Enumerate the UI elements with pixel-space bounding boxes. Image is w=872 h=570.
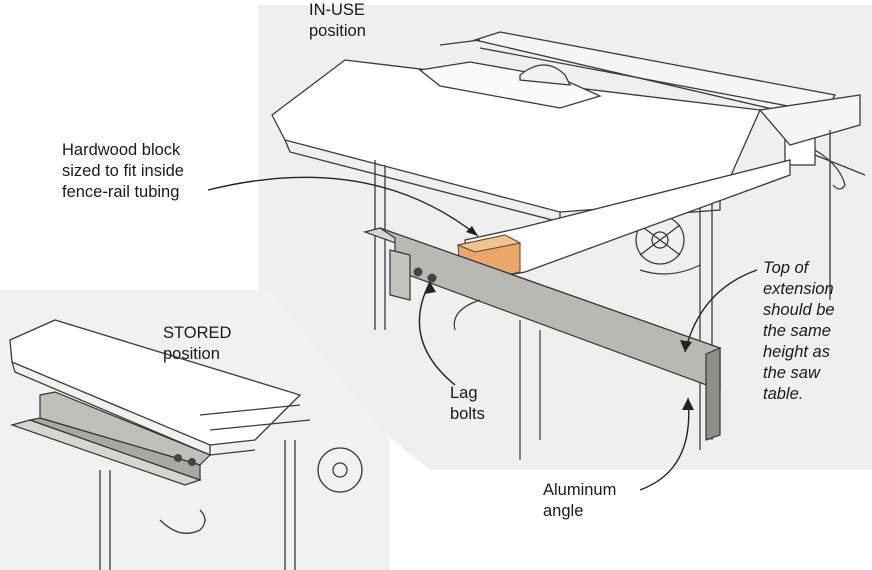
- aluminum-angle-stored: [9, 391, 212, 486]
- label-top-of-extension: Top of extension should be the same heig…: [763, 259, 835, 403]
- label-hardwood-block: Hardwood block sized to fit inside fence…: [62, 141, 184, 201]
- lag-bolt-2: [427, 273, 437, 283]
- leader-lines: [207, 176, 758, 491]
- top-extension-leader: [684, 269, 758, 353]
- stored-bolt-1: [174, 454, 182, 462]
- lag-bolt-1: [413, 267, 423, 277]
- label-stored-position: STORED position: [163, 324, 232, 363]
- arrow-heads: [424, 226, 694, 410]
- label-lag-bolts: Lag bolts: [450, 384, 485, 423]
- label-aluminum-angle: Aluminum angle: [543, 481, 617, 520]
- label-in-use-position: IN-USE position: [309, 1, 366, 40]
- in-use-saw: [271, 31, 866, 450]
- aluminum-angle-in-use: [362, 227, 722, 441]
- lag-bolts-leader: [418, 281, 456, 386]
- stored-saw: [9, 319, 363, 570]
- aluminum-leader: [639, 397, 690, 491]
- hardwood-leader: [207, 176, 479, 237]
- stored-bolt-2: [188, 458, 196, 466]
